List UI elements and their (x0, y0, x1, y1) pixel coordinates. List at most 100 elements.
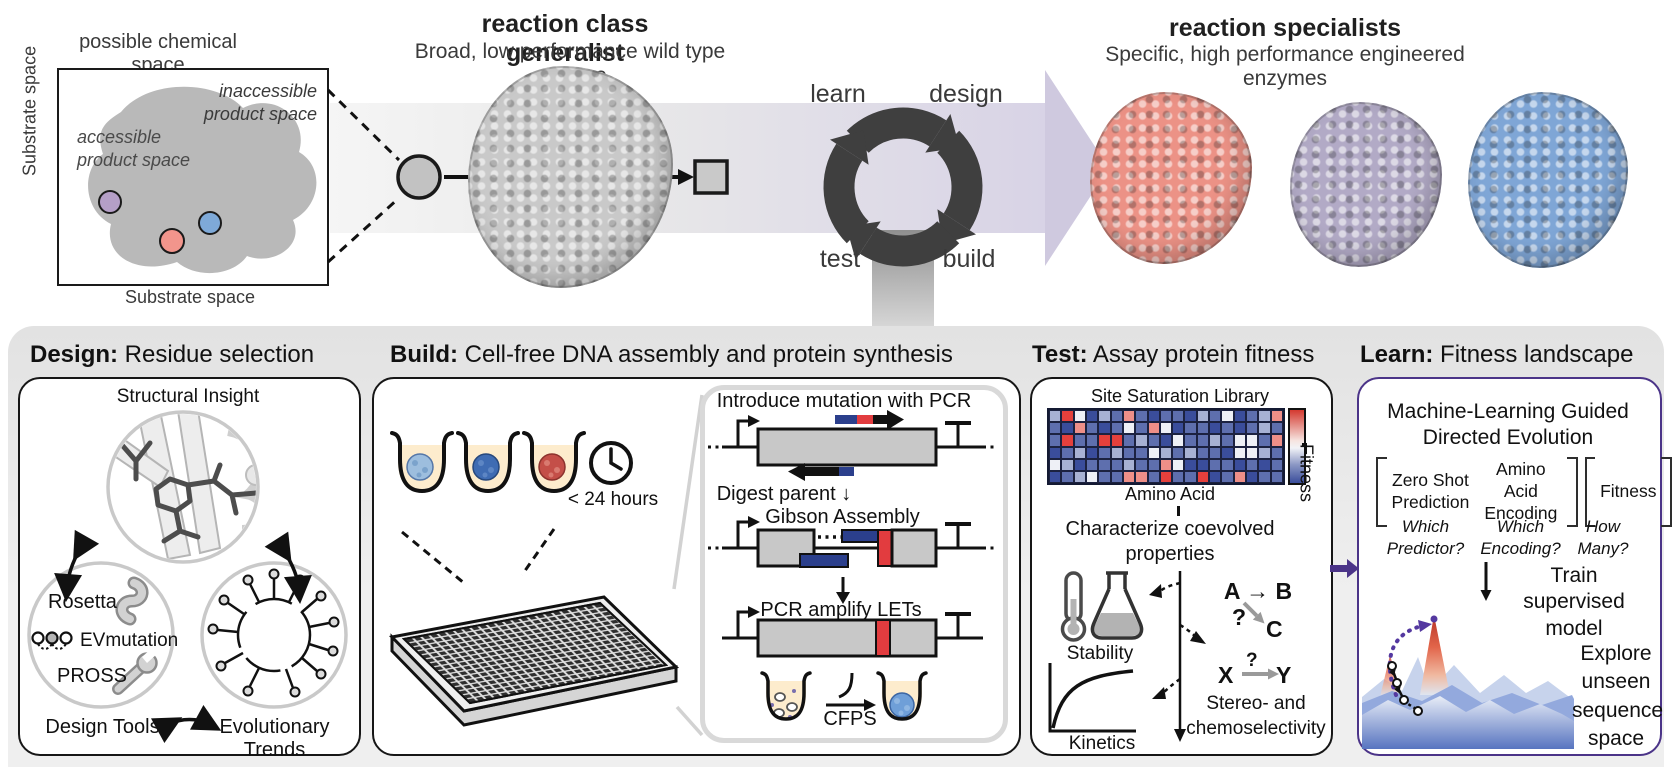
build-panel-title-rest: Cell-free DNA assembly and protein synth… (457, 341, 953, 368)
heatmap-cell (1172, 470, 1185, 483)
heatmap-cell (1073, 446, 1086, 459)
heatmap-cell (1110, 446, 1123, 459)
specialists-subtitle: Specific, high performance engineered en… (1105, 43, 1465, 90)
heatmap-cell (1172, 434, 1185, 447)
cycle-label-test: test (819, 245, 861, 273)
heatmap-cell (1258, 470, 1271, 483)
heatmap-cell (1258, 422, 1271, 435)
heatmap-cell (1147, 470, 1160, 483)
amino-encoding-label: Amino Acid Encoding (1484, 459, 1558, 523)
heatmap-cell (1061, 434, 1074, 447)
inaccessible-space-label: inaccessible product space (203, 81, 317, 124)
generalist-title: reaction class generalist (481, 10, 649, 67)
heatmap-cell (1135, 446, 1148, 459)
heatmap-cell (1246, 470, 1259, 483)
which-predictor-label: Which Predictor? (1386, 517, 1465, 559)
heatmap-cell (1110, 470, 1123, 483)
heatmap-cell (1258, 446, 1271, 459)
heatmap-cell (1258, 434, 1271, 447)
learn-panel-title-bold: Learn: (1360, 341, 1434, 368)
heatmap-cell (1184, 434, 1197, 447)
heatmap-cell (1246, 410, 1259, 423)
heatmap-cell (1110, 410, 1123, 423)
heatmap-cell (1246, 458, 1259, 471)
heatmap-cell (1098, 458, 1111, 471)
heatmap-cell (1209, 410, 1222, 423)
heatmap-cell (1270, 446, 1283, 459)
x-axis-label: Substrate space (124, 287, 256, 307)
heatmap-cell (1258, 458, 1271, 471)
heatmap-cell (1135, 470, 1148, 483)
question1-label: ? (1232, 604, 1247, 630)
reaction-x-label: X (1218, 662, 1234, 688)
heatmap-cell (1159, 458, 1173, 471)
stereo-chemoselectivity-label: Stereo- and chemoselectivity (1186, 693, 1326, 739)
zero-shot-label: Zero Shot Prediction (1391, 469, 1470, 512)
heatmap-cell (1122, 434, 1136, 447)
step-gibson-assembly: Gibson Assembly (765, 506, 920, 528)
heatmap-cell (1085, 470, 1099, 483)
heatmap-cell (1172, 446, 1185, 459)
heatmap-cell (1098, 446, 1111, 459)
design-panel-title-bold: Design: (30, 341, 119, 368)
learn-panel-title-rest: Fitness landscape (1433, 341, 1634, 368)
question-arrow-right-icon (1242, 668, 1279, 680)
heatmap-cell (1172, 410, 1185, 423)
heatmap-cell (1270, 434, 1283, 447)
heatmap-cell (1246, 434, 1259, 447)
colorbar-tick (1302, 443, 1307, 446)
heatmap-cell (1221, 434, 1234, 447)
design-panel-graphics (27, 410, 348, 743)
bracket-right-icon (1567, 457, 1578, 527)
heatmap-cell (1270, 458, 1283, 471)
heatmap-cell (1221, 410, 1234, 423)
specialists-title: reaction specialists (1168, 14, 1402, 42)
bracket-left-icon (1584, 457, 1596, 527)
heatmap-cell (1098, 422, 1111, 435)
heatmap-connector-dash (1177, 506, 1180, 516)
ml-inputs-brackets: Zero Shot Prediction Amino Acid Encoding… (1376, 457, 1672, 527)
ml-questions-row: Which Predictor? Which Encoding? How Man… (1378, 516, 1640, 560)
explore-sequence-space-label: Explore unseen sequence space (1572, 642, 1664, 751)
specialist-enzyme-salmon (1090, 92, 1252, 264)
heatmap-cell (1147, 458, 1160, 471)
design-cycle-arrows (54, 529, 312, 743)
heatmap-cell (1073, 458, 1086, 471)
test-to-learn-arrow-icon (1330, 559, 1359, 578)
evolutionary-trends-label: Evolutionary Trends (219, 716, 330, 761)
product-dot-blue (198, 211, 222, 235)
test-panel-graphics (1048, 571, 1279, 742)
chemical-space-blob (88, 86, 317, 274)
heatmap-cell (1085, 422, 1099, 435)
heatmap-cell (1258, 410, 1271, 423)
cycle-label-learn: learn (810, 80, 866, 108)
cfps-tubes-icon (760, 671, 928, 721)
heatmap-cell (1073, 410, 1086, 423)
test-panel-title-bold: Test: (1032, 341, 1088, 368)
heatmap-cell (1233, 470, 1247, 483)
heatmap-cell (1122, 446, 1136, 459)
heatmap-cell (1049, 422, 1062, 435)
heatmap-cell (1147, 410, 1160, 423)
reaction-c-label: C (1266, 616, 1283, 642)
bracket-right-icon (1661, 457, 1672, 527)
design-tools-label: Design Tools (45, 716, 160, 738)
design-panel-title: Design: Residue selection (30, 341, 314, 369)
heatmap-cell (1085, 458, 1099, 471)
ml-guided-title: Machine-Learning Guided Directed Evoluti… (1387, 400, 1629, 450)
wild-type-enzyme-blob (468, 66, 673, 288)
build-panel-title-bold: Build: (390, 341, 458, 368)
heatmap-cell (1085, 410, 1099, 423)
heatmap-cell (1159, 422, 1173, 435)
heatmap-cell (1184, 446, 1197, 459)
heatmap-cell (1172, 422, 1185, 435)
heatmap-cell (1061, 458, 1074, 471)
train-arrow-icon (1480, 562, 1492, 601)
cloning-steps-graphics (708, 410, 997, 721)
specialist-enzyme-blue (1468, 92, 1628, 268)
heatmap-cell (1085, 434, 1099, 447)
heatmap-cell (1049, 410, 1062, 423)
construct-mutagenesis (708, 410, 997, 481)
heatmap-cell (1209, 446, 1222, 459)
question2-label: ? (1246, 650, 1258, 671)
